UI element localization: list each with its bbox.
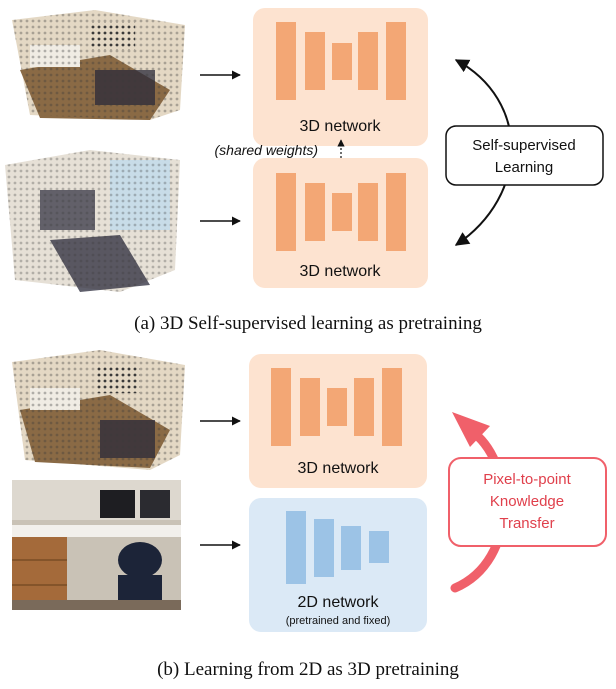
ssl-box-line2: Learning [495, 159, 553, 176]
caption-a: (a) 3D Self-supervised learning as pretr… [134, 313, 482, 334]
transfer-box-line3: Transfer [499, 515, 554, 532]
office-desk-photo-icon [12, 480, 181, 610]
network-label: 3D network [300, 118, 382, 135]
network-3d-bottom: 3D network [253, 158, 428, 288]
point-cloud-scene-icon [5, 150, 180, 292]
network-label: 2D network [298, 594, 380, 611]
network-sublabel: (pretrained and fixed) [286, 615, 391, 627]
network-3d-panel-b: 3D network [249, 354, 427, 488]
caption-b: (b) Learning from 2D as 3D pretraining [157, 659, 459, 680]
ssl-box-line1: Self-supervised [472, 137, 575, 154]
network-3d-top: 3D network [253, 8, 428, 146]
network-2d: 2D network (pretrained and fixed) [249, 498, 427, 632]
transfer-arrowhead [452, 412, 490, 447]
transfer-box-line1: Pixel-to-point [483, 471, 571, 488]
network-label: 3D network [298, 460, 380, 477]
point-cloud-scene-icon [12, 350, 185, 470]
network-label: 3D network [300, 263, 382, 280]
ssl-box: Self-supervised Learning [445, 125, 604, 186]
transfer-box: Pixel-to-point Knowledge Transfer [448, 457, 607, 547]
shared-weights-label: (shared weights) [215, 142, 319, 158]
point-cloud-scene-icon [12, 10, 185, 120]
transfer-box-line2: Knowledge [490, 493, 564, 510]
